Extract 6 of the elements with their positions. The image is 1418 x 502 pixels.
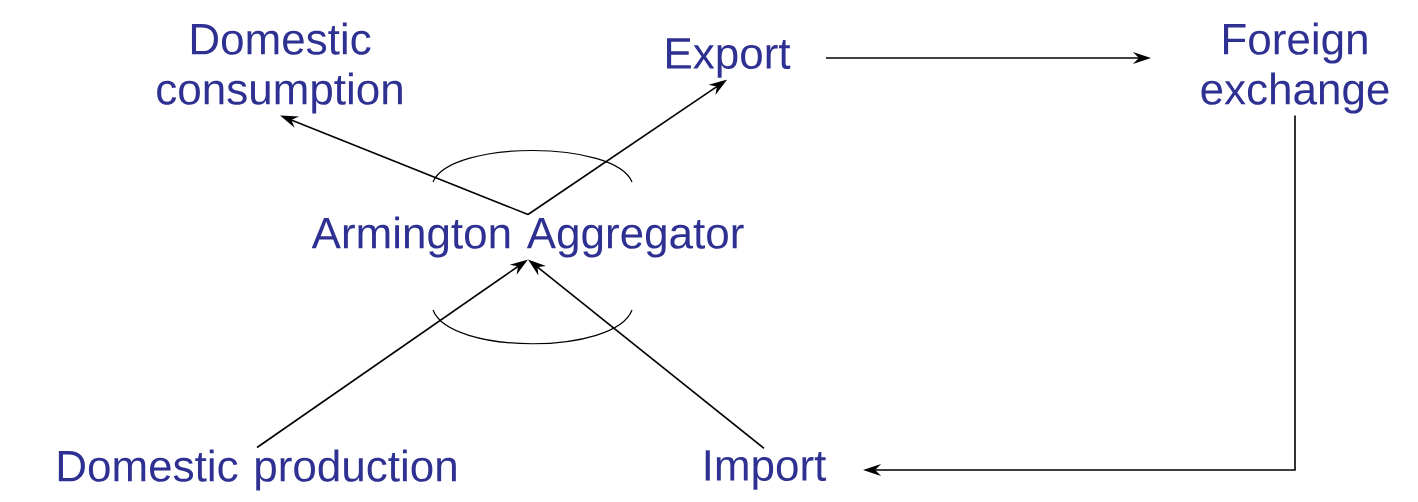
- node-label: Armington Aggregator: [311, 216, 744, 258]
- node-label: Domestic consumption: [157, 22, 402, 114]
- node-label: Domestic production: [58, 449, 456, 491]
- node-label: Export: [667, 38, 791, 78]
- node-label: Import: [705, 450, 827, 490]
- node-label: Foreign exchange: [1201, 22, 1389, 114]
